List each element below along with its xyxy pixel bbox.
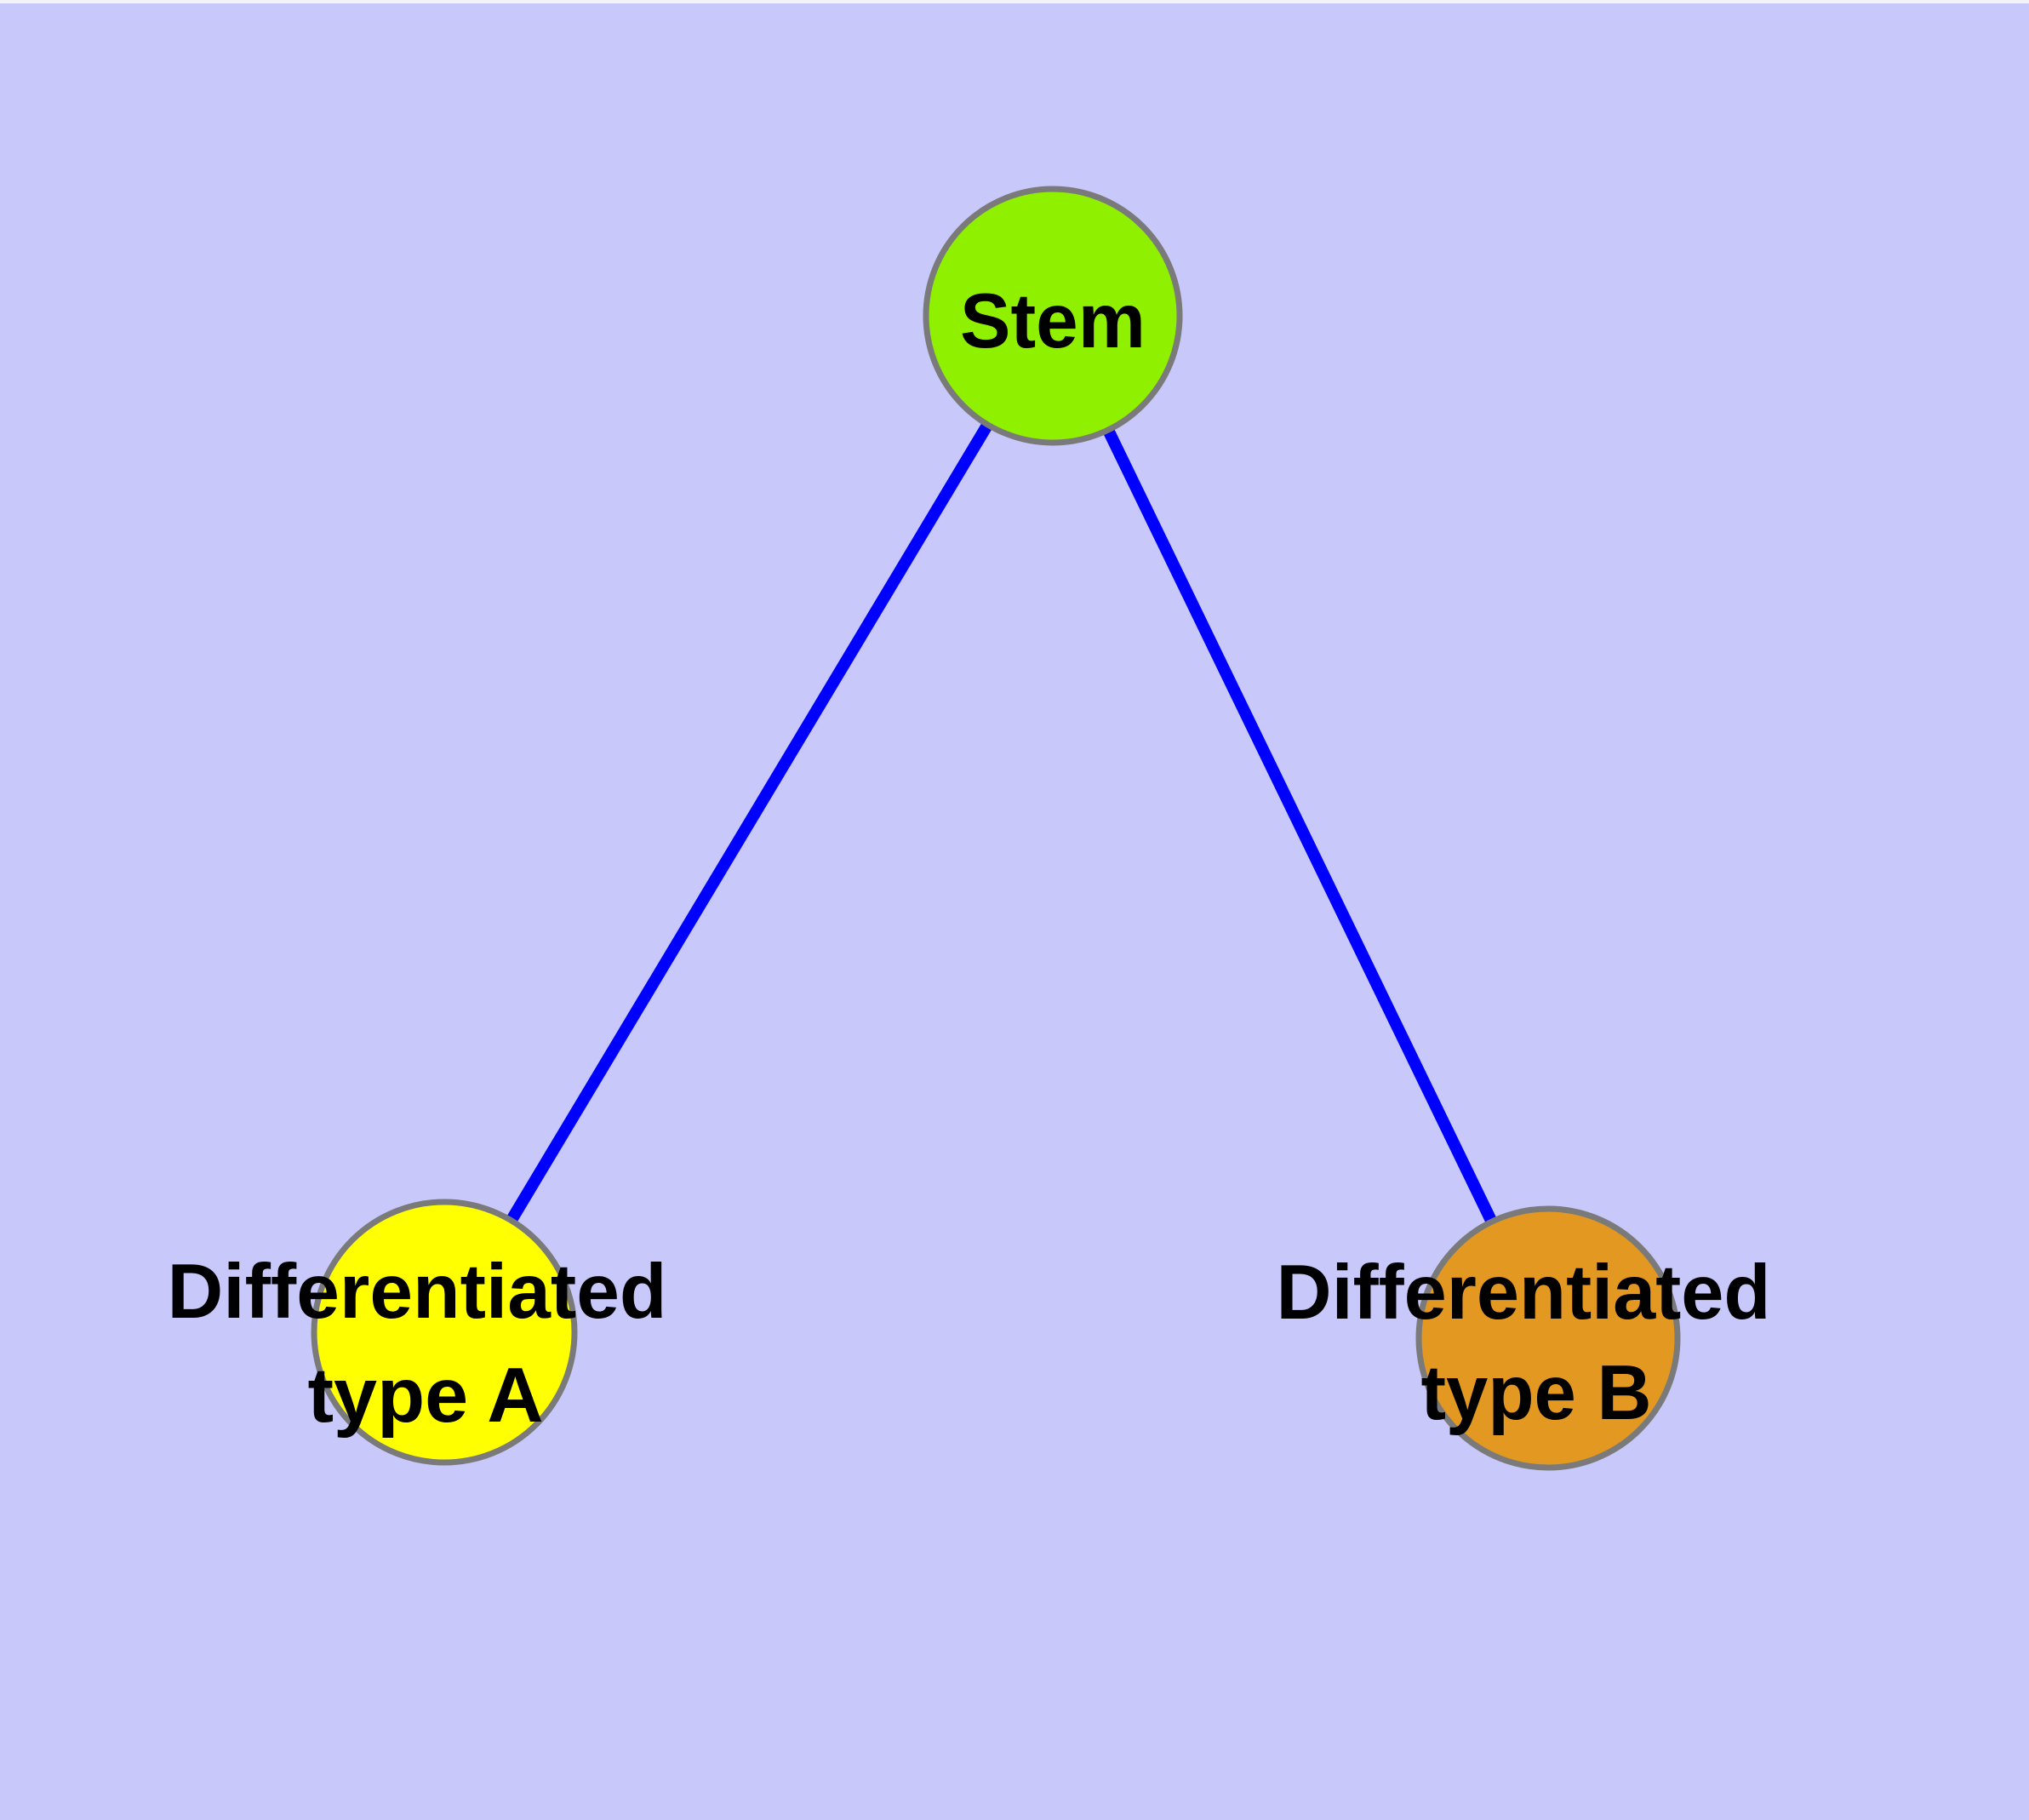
node-stem-label: Stem	[960, 278, 1146, 364]
node-type-a-label-line1: Differentiated	[168, 1249, 667, 1335]
edge-stem-to-type-a	[438, 312, 1059, 1336]
node-type-b-label-line2: type B	[1421, 1350, 1652, 1436]
top-edge-artifact	[0, 0, 2029, 3]
node-stem-circle	[923, 186, 1183, 446]
node-type-a-label-line2: type A	[308, 1353, 544, 1439]
node-type-b-label-line1: Differentiated	[1277, 1250, 1771, 1336]
node-type-a-circle	[311, 1199, 578, 1466]
node-type-b-circle	[1415, 1205, 1681, 1471]
edge-stem-to-type-b	[1047, 312, 1554, 1342]
